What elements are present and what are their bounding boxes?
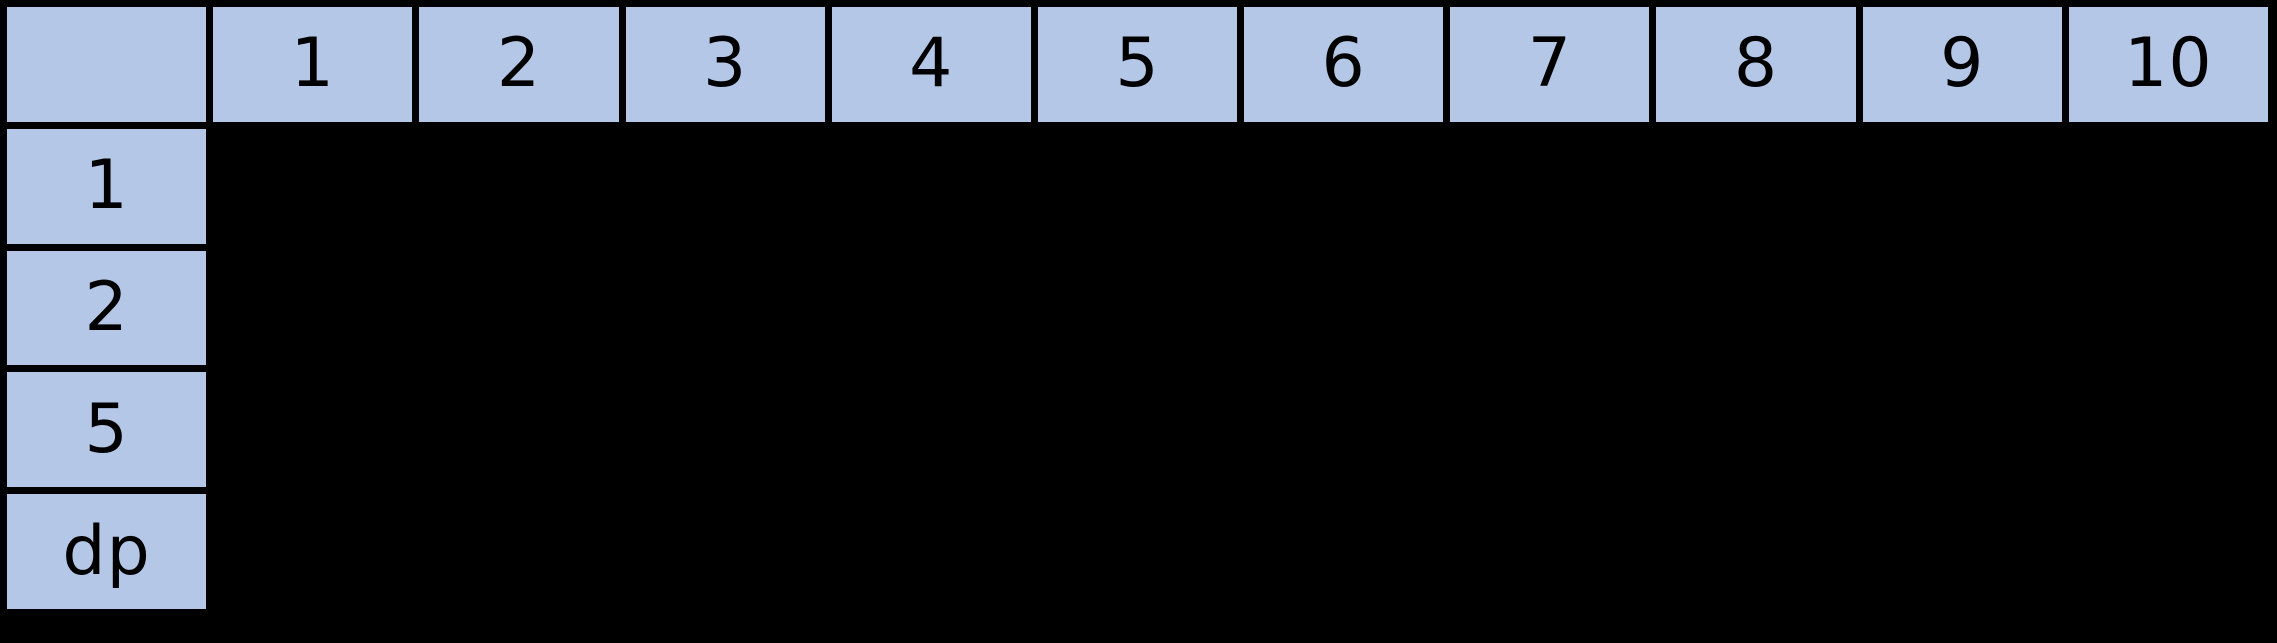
dp-table: 1 2 3 4 5 6 7 8 9 10 1 2 5 dp (7, 7, 2268, 609)
column-header-1: 1 (213, 7, 413, 122)
column-header-7: 7 (1450, 7, 1650, 122)
row-label-dp: dp (7, 494, 207, 609)
column-header-8: 8 (1656, 7, 1856, 122)
corner-cell (7, 7, 207, 122)
row-label-5: 5 (7, 372, 207, 488)
column-header-4: 4 (831, 7, 1031, 122)
row-label-2: 2 (7, 250, 207, 366)
column-header-6: 6 (1244, 7, 1444, 122)
column-header-10: 10 (2068, 7, 2268, 122)
row-label-1: 1 (7, 128, 207, 244)
column-header-3: 3 (625, 7, 825, 122)
column-header-9: 9 (1862, 7, 2062, 122)
column-header-2: 2 (419, 7, 619, 122)
column-header-5: 5 (1037, 7, 1238, 122)
